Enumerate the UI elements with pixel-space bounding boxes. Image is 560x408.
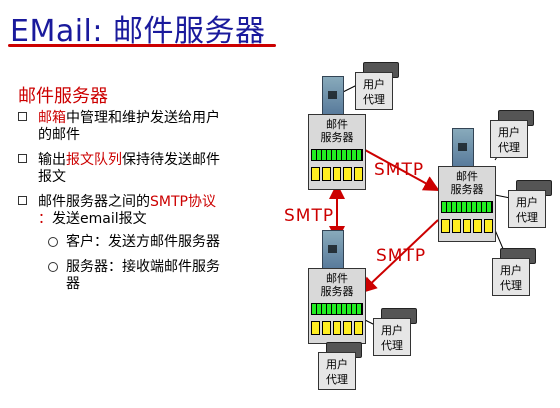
mail-server-top: 邮件服务器	[308, 76, 366, 190]
user-agent-label: 用户	[381, 324, 403, 337]
message-queue	[311, 149, 363, 161]
server-label: 邮件	[326, 118, 348, 131]
bullet-keyword: SMTP协议	[150, 194, 216, 210]
bullet-text-cont: 报文	[38, 169, 66, 185]
user-agent-label: 代理	[363, 93, 385, 106]
server-label: 邮件	[456, 170, 478, 183]
server-label: 邮件	[326, 272, 348, 285]
arrow-smtp-right	[364, 149, 440, 191]
title-underline	[8, 44, 276, 47]
user-agent-label: 用户	[326, 358, 348, 371]
user-agent-label: 代理	[326, 373, 348, 386]
mailboxes	[311, 167, 363, 181]
smtp-label-lower: SMTP	[376, 246, 427, 266]
subbullet-client: 客户：发送方邮件服务器	[48, 234, 278, 252]
user-agent-bottom2: 用户代理	[318, 342, 362, 406]
bullet-text-cont: 的邮件	[38, 127, 80, 143]
user-agent-right3: 用户代理	[492, 248, 536, 312]
bullet-circle-icon	[48, 237, 58, 247]
user-agent-label: 代理	[381, 339, 403, 352]
user-agent-label: 代理	[500, 279, 522, 292]
subbullet-server: 服务器：接收端邮件服务器	[48, 259, 278, 295]
bullet-text: 输出	[38, 152, 66, 168]
bullet-colon: ：	[38, 211, 52, 227]
bullet-square-icon	[18, 154, 27, 163]
bullet-square-icon	[18, 112, 27, 121]
subbullet-text: 服务器：接收端邮件服务	[66, 259, 220, 275]
server-tower-icon	[452, 128, 474, 170]
user-agent-label: 用户	[363, 78, 385, 91]
bullet-text: 邮件服务器之间的	[38, 194, 150, 210]
bullet-keyword: 报文队列	[66, 152, 122, 168]
mailboxes	[441, 219, 493, 233]
link-ua-right2	[494, 194, 511, 199]
message-queue	[441, 201, 493, 213]
bullet-text-cont: 发送email报文	[52, 211, 147, 227]
server-tower-icon	[322, 230, 344, 272]
user-agent-label: 代理	[516, 211, 538, 224]
user-agent-label: 用户	[516, 196, 538, 209]
bullet-text: 中管理和维护发送给用户	[66, 110, 220, 126]
bullet-square-icon	[18, 196, 27, 205]
page-title: EMail: 邮件服务器	[10, 14, 266, 49]
mail-server-right: 邮件服务器	[438, 128, 496, 242]
bullet-circle-icon	[48, 262, 58, 272]
subbullet-text-cont: 器	[66, 276, 80, 292]
server-label: 服务器	[450, 183, 484, 196]
user-agent-label: 代理	[498, 141, 520, 154]
bullet-text: 保持待发送邮件	[122, 152, 220, 168]
bullet-smtp: 邮件服务器之间的SMTP协议 ：发送email报文	[18, 194, 278, 230]
bullet-queue: 输出报文队列保持待发送邮件报文	[18, 152, 278, 188]
server-label: 服务器	[320, 285, 354, 298]
user-agent-right2: 用户代理	[508, 180, 552, 244]
smtp-label-left: SMTP	[284, 206, 335, 226]
section-heading: 邮件服务器	[18, 86, 108, 107]
mailboxes	[311, 321, 363, 335]
subbullet-text: 客户：发送方邮件服务器	[66, 234, 220, 250]
bullet-keyword: 邮箱	[38, 110, 66, 126]
message-queue	[311, 303, 363, 315]
server-label: 服务器	[320, 131, 354, 144]
user-agent-right1: 用户代理	[490, 110, 534, 174]
server-tower-icon	[322, 76, 344, 118]
user-agent-bottom1: 用户代理	[373, 308, 417, 372]
user-agent-label: 用户	[498, 126, 520, 139]
smtp-label-upper: SMTP	[374, 160, 425, 180]
user-agent-top: 用户代理	[355, 62, 399, 126]
mail-server-bottom: 邮件服务器	[308, 230, 366, 344]
bullet-mailbox: 邮箱中管理和维护发送给用户的邮件	[18, 110, 278, 146]
arrow-smtp-left	[360, 219, 439, 294]
user-agent-label: 用户	[500, 264, 522, 277]
